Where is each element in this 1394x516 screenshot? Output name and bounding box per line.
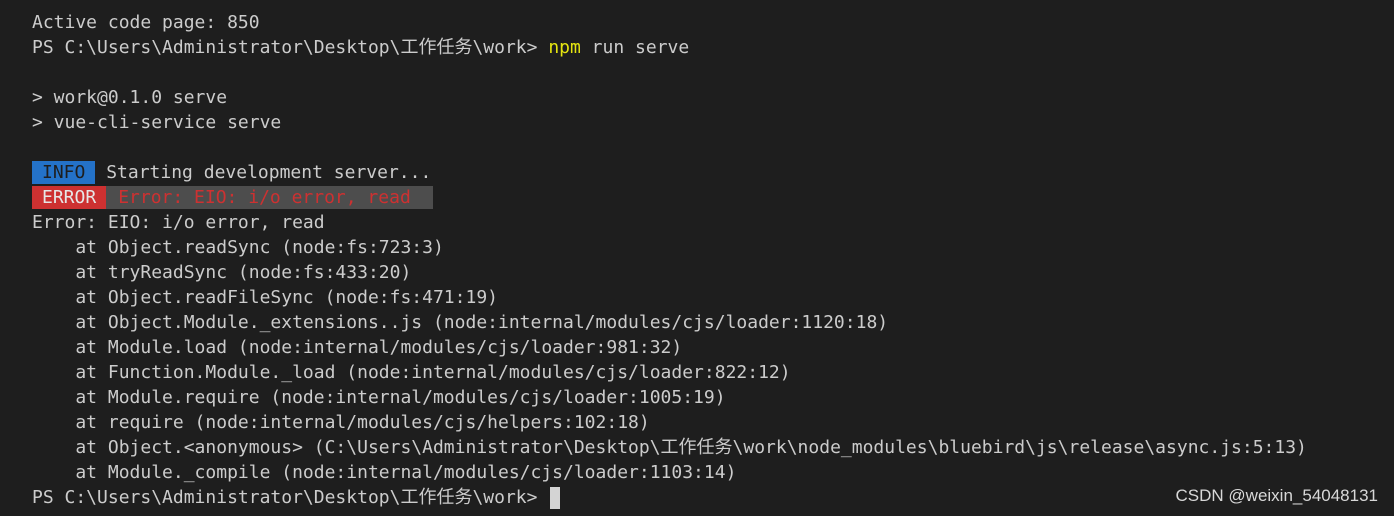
- error-badge: ERROR: [32, 186, 107, 209]
- stack-trace: at Object.readSync (node:fs:723:3) at tr…: [32, 235, 1394, 485]
- stack-trace-line: at require (node:internal/modules/cjs/he…: [32, 412, 650, 433]
- current-prompt-line[interactable]: PS C:\Users\Administrator\Desktop\工作任务\w…: [32, 485, 1394, 510]
- command-args: run serve: [580, 37, 690, 58]
- prompt-path: PS C:\Users\Administrator\Desktop\工作任务\w…: [32, 487, 549, 508]
- blank-line: [32, 135, 1394, 160]
- stack-trace-line: at Module._compile (node:internal/module…: [32, 462, 737, 483]
- command-line: PS C:\Users\Administrator\Desktop\工作任务\w…: [32, 35, 1394, 60]
- stack-trace-line: at Object.readFileSync (node:fs:471:19): [32, 287, 498, 308]
- stack-trace-line: at Object.Module._extensions..js (node:i…: [32, 312, 889, 333]
- stack-trace-line: at Object.readSync (node:fs:723:3): [32, 237, 444, 258]
- stack-trace-line: at Module.load (node:internal/modules/cj…: [32, 337, 683, 358]
- info-badge: INFO: [32, 161, 96, 184]
- stack-trace-line: at Module.require (node:internal/modules…: [32, 387, 726, 408]
- watermark: CSDN @weixin_54048131: [1175, 486, 1378, 505]
- stack-trace-line: at Function.Module._load (node:internal/…: [32, 362, 791, 383]
- script-echo-line: > vue-cli-service serve: [32, 112, 282, 133]
- blank-line: [32, 60, 1394, 85]
- script-echo-line: > work@0.1.0 serve: [32, 87, 228, 108]
- text-cursor: [550, 487, 561, 509]
- error-highlight-text: Error: EIO: i/o error, read: [106, 186, 433, 209]
- stack-trace-line: at tryReadSync (node:fs:433:20): [32, 262, 412, 283]
- info-line: INFO Starting development server...: [32, 160, 1394, 185]
- codepage-line: Active code page: 850: [32, 12, 260, 33]
- info-text: Starting development server...: [95, 162, 432, 183]
- command-name: npm: [548, 37, 581, 58]
- error-message-line: Error: EIO: i/o error, read: [32, 212, 325, 233]
- prompt-path: PS C:\Users\Administrator\Desktop\工作任务\w…: [32, 37, 549, 58]
- stack-trace-line: at Object.<anonymous> (C:\Users\Administ…: [32, 437, 1307, 458]
